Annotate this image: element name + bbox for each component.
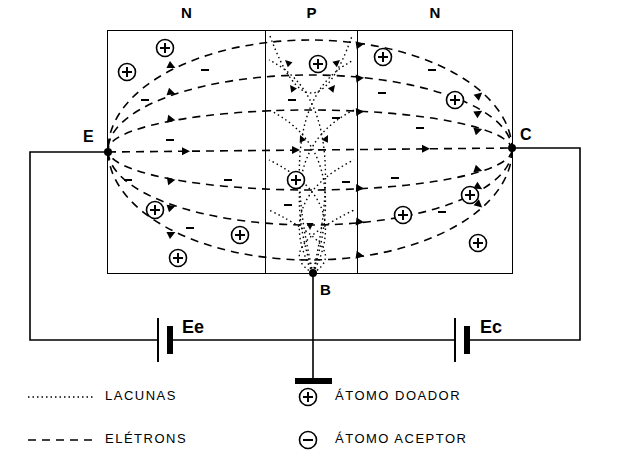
arrowhead [167, 202, 177, 212]
donor-atom [470, 235, 487, 252]
terminal-dot [309, 269, 317, 277]
electron-sign [186, 227, 194, 229]
arrowhead [473, 125, 483, 135]
hole-path [269, 210, 325, 273]
collector-label: C [520, 126, 532, 144]
legend-samples [28, 389, 317, 449]
donor-atom [157, 40, 174, 57]
electron-paths [108, 40, 512, 260]
arrowhead [167, 176, 176, 185]
terminal-dot [104, 148, 112, 156]
terminal-dot [508, 144, 516, 152]
arrowhead [166, 228, 177, 239]
electron-sign [288, 99, 296, 101]
battery-label: Ee [182, 317, 204, 338]
donor-atom [447, 92, 464, 109]
p-base-region: P [265, 30, 358, 274]
n-emitter-region: N [107, 30, 266, 274]
electron-sign [224, 179, 232, 181]
wire [30, 152, 158, 340]
donor-atom [300, 389, 317, 406]
acceptor-atom [300, 432, 317, 449]
electron-sign [416, 127, 424, 129]
electron-sign [284, 204, 292, 206]
n-collector-region: N [357, 30, 513, 274]
electron-sign [378, 92, 386, 94]
hole-path [270, 36, 352, 93]
arrowhead [297, 134, 306, 143]
arrowhead [292, 146, 300, 154]
arrowhead [287, 83, 297, 93]
legend-dashed-sample [28, 439, 95, 441]
legend-donor: ÁTOMO DOADOR [335, 388, 461, 403]
donor-atom [170, 250, 187, 267]
arrowhead [332, 57, 342, 67]
donor-atom [375, 49, 392, 66]
arrowhead [166, 61, 177, 72]
electron-sign [124, 179, 132, 181]
donor-atom [232, 227, 249, 244]
arrowhead [167, 88, 177, 98]
wire [464, 326, 470, 354]
arrowhead [283, 57, 293, 67]
hole-path [299, 210, 354, 273]
electron-path [108, 75, 512, 225]
legend-dotted-sample [28, 396, 95, 398]
hole-path [299, 60, 354, 273]
donor-atom [288, 172, 305, 189]
donor-atom [147, 202, 164, 219]
hole-path [269, 160, 325, 273]
wire [312, 273, 314, 378]
hole-path [299, 160, 354, 273]
legend-acceptor: ÁTOMO ACEPTOR [335, 431, 467, 446]
arrowhead [322, 133, 331, 142]
donor-atom [310, 56, 327, 73]
hole-path [269, 110, 325, 273]
wire [167, 326, 173, 354]
region-label: P [266, 4, 357, 21]
hole-paths [269, 36, 354, 273]
electron-sign [428, 69, 436, 71]
wire [295, 378, 332, 384]
legend-holes: LACUNAS [105, 388, 177, 403]
arrowhead [167, 115, 176, 124]
electron-sign [141, 99, 149, 101]
region-label: N [358, 4, 512, 21]
electron-path [108, 40, 512, 260]
wire [157, 318, 159, 362]
electron-sign [332, 117, 340, 119]
arrowhead [182, 147, 190, 155]
hole-path [269, 60, 325, 273]
arrowhead [474, 90, 485, 101]
battery-label: Ec [480, 317, 502, 338]
wire [454, 318, 456, 362]
electron-sign [166, 139, 174, 141]
electron-path [108, 110, 512, 190]
arrowhead [422, 145, 430, 153]
donor-atom [462, 187, 479, 204]
circuit [30, 144, 580, 381]
atoms [119, 40, 487, 267]
arrowhead [473, 165, 483, 175]
wire [467, 148, 580, 340]
electron-sign [391, 177, 399, 179]
donor-atom [119, 64, 136, 81]
legend-electrons: ELÉTRONS [105, 431, 187, 446]
arrowhead [328, 83, 338, 93]
electron-sign [438, 211, 446, 213]
electron-path [108, 148, 512, 152]
electron-sign [201, 69, 209, 71]
base-label: B [320, 281, 331, 298]
arrowhead [306, 223, 313, 230]
region-label: N [108, 4, 265, 21]
emitter-label: E [83, 128, 94, 146]
electron-sign [342, 181, 350, 183]
donor-atom [395, 207, 412, 224]
hole-path [299, 110, 354, 273]
arrowhead [473, 107, 484, 118]
